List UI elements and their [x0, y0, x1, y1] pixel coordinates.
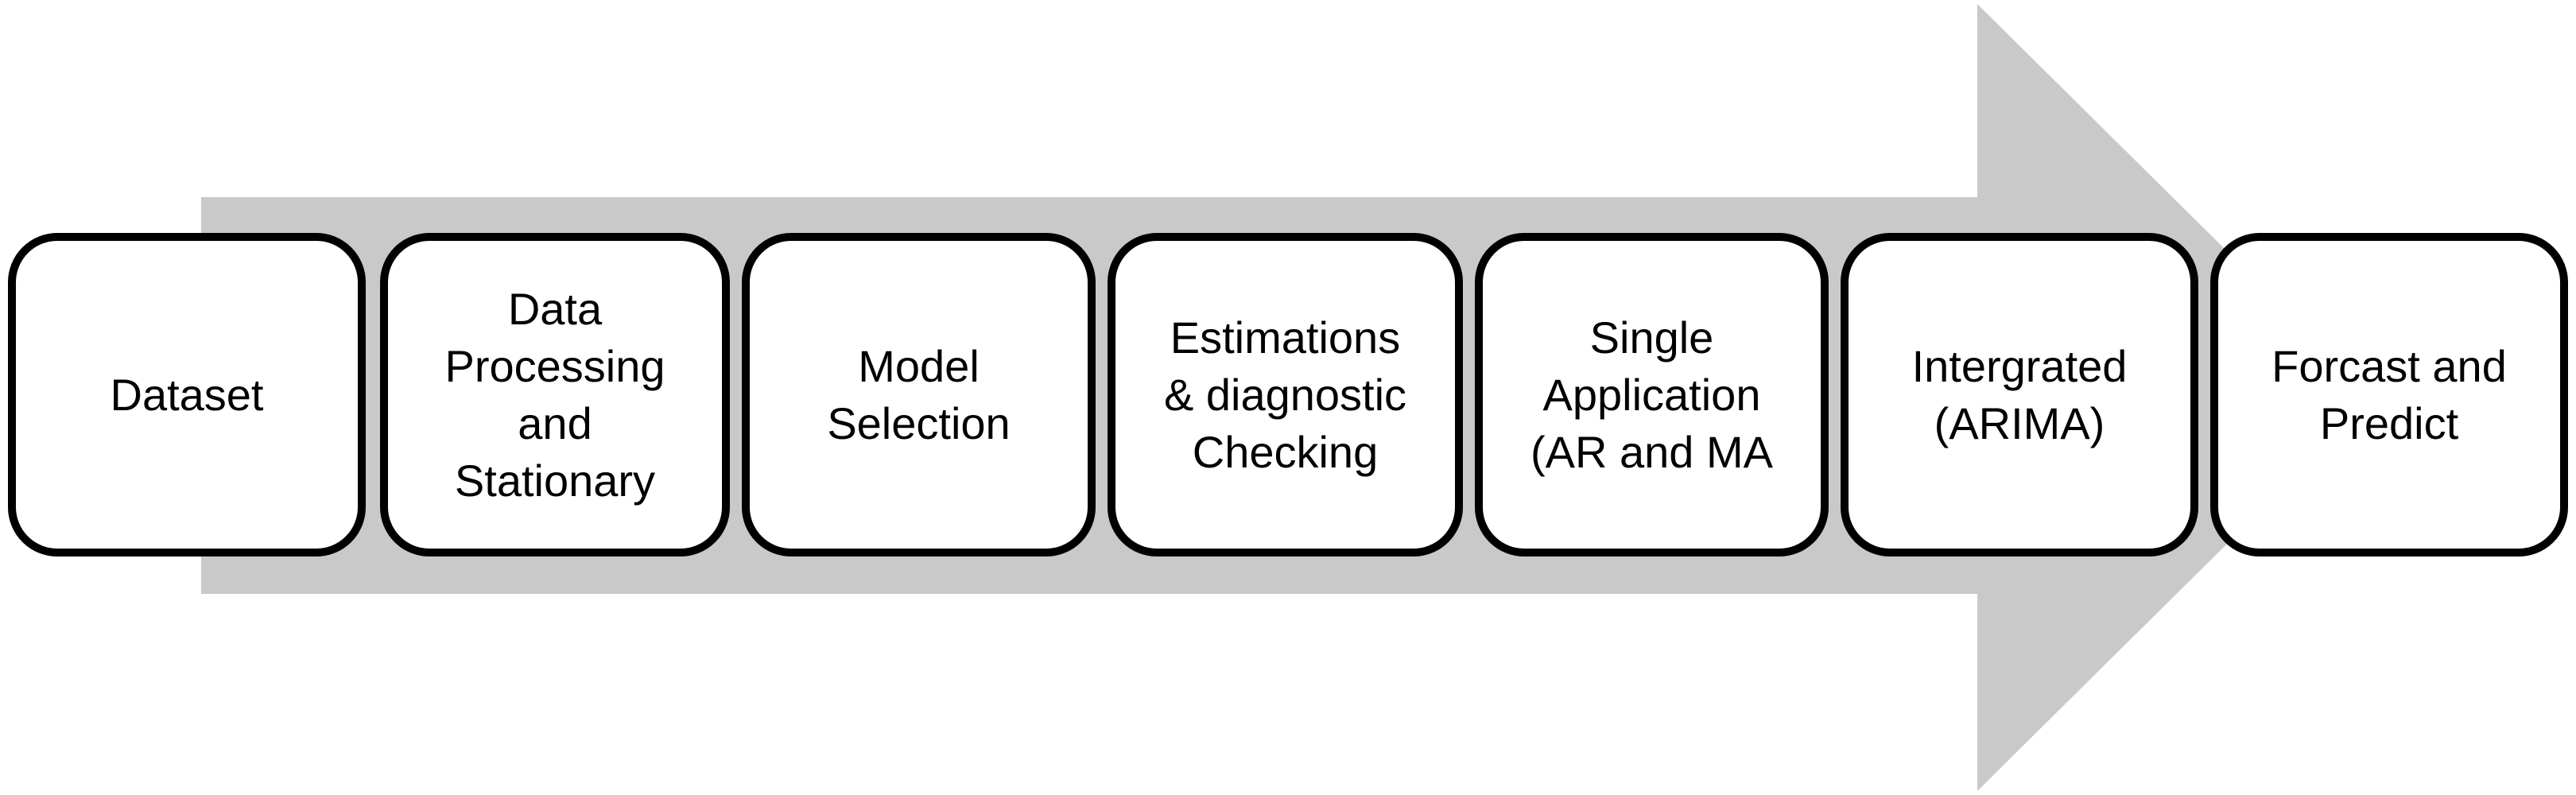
- step-label: Single Application (AR and MA: [1530, 309, 1773, 481]
- step-box-integrated-arima: Intergrated (ARIMA): [1841, 233, 2198, 556]
- step-label-line: Single: [1589, 312, 1714, 363]
- step-label: Data Processing and Stationary: [444, 281, 665, 510]
- step-box-data-processing: Data Processing and Stationary: [380, 233, 730, 556]
- step-label-line: Forcast and: [2271, 340, 2507, 391]
- step-label: Intergrated (ARIMA): [1912, 338, 2128, 452]
- step-box-model-selection: Model Selection: [742, 233, 1096, 556]
- step-label-line: Estimations: [1170, 312, 1401, 363]
- step-label: Estimations & diagnostic Checking: [1164, 309, 1406, 481]
- step-box-estimations-diagnostic: Estimations & diagnostic Checking: [1108, 233, 1463, 556]
- step-label: Model Selection: [827, 338, 1010, 452]
- step-label-line: Application: [1542, 369, 1761, 420]
- step-box-forecast-predict: Forcast and Predict: [2210, 233, 2568, 556]
- step-label-line: Processing: [444, 340, 665, 391]
- step-box-dataset: Dataset: [8, 233, 366, 556]
- step-label-line: Dataset: [110, 369, 264, 420]
- step-label-line: and: [518, 398, 592, 448]
- step-label: Forcast and Predict: [2271, 338, 2507, 452]
- step-label-line: Model: [858, 340, 980, 391]
- step-label-line: Stationary: [454, 455, 656, 506]
- step-label-line: Checking: [1192, 426, 1379, 477]
- step-label-line: Predict: [2319, 398, 2459, 448]
- step-label-line: Selection: [827, 398, 1011, 448]
- step-label-line: & diagnostic: [1163, 369, 1407, 420]
- step-label-line: (ARIMA): [1934, 398, 2105, 448]
- step-label: Dataset: [111, 366, 264, 424]
- step-label-line: (AR and MA: [1530, 426, 1773, 477]
- step-box-single-application: Single Application (AR and MA: [1475, 233, 1829, 556]
- step-label-line: Intergrated: [1911, 340, 2128, 391]
- step-label-line: Data: [507, 283, 603, 334]
